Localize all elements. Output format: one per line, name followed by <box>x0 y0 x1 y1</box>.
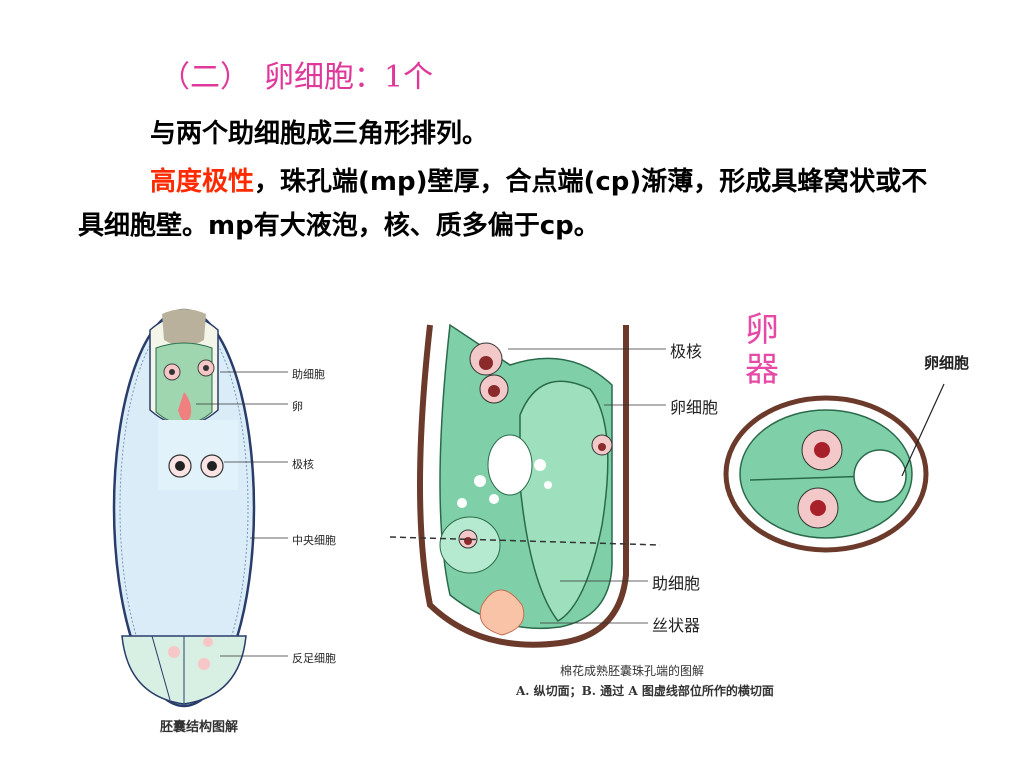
egg-apparatus-text-1: 卵 <box>745 310 779 350</box>
heading-prefix: （二） <box>160 60 250 95</box>
cross-section-diagram <box>723 383 945 553</box>
egg-apparatus-text-2: 器 <box>745 350 779 390</box>
section-heading: （二） 卵细胞：1个 <box>160 52 433 96</box>
fig1-caption: 胚囊结构图解 <box>160 720 239 735</box>
fig2-caption-line2: A. 纵切面；B. 通过 A 图虚线部位所作的横切面 <box>516 684 774 698</box>
fig1-label-polar: 极核 <box>292 458 314 471</box>
paragraph-2-text: ，珠孔端(mp)壁厚，合点端(cp)渐薄，形成具蜂窝状或不具细胞壁。mp有大液泡… <box>78 167 928 241</box>
fig2-label-synergid: 助细胞 <box>652 574 701 593</box>
fig1-label-antipodal: 反足细胞 <box>292 652 336 665</box>
cotton-embryo-sac-diagram <box>390 323 666 648</box>
fig1-label-synergid: 助细胞 <box>292 368 325 381</box>
embryo-sac-diagram <box>112 308 288 708</box>
fig1-label-egg: 卵 <box>292 400 303 413</box>
heading-text: 卵细胞：1个 <box>264 60 434 95</box>
paragraph-1: 与两个助细胞成三角形排列。 <box>150 119 489 149</box>
fig2-label-filiform: 丝状器 <box>652 616 701 635</box>
fig3-label-egg: 卵细胞 <box>924 354 970 372</box>
fig2-label-polar: 极核 <box>670 342 703 361</box>
fig2-caption-line1: 棉花成熟胚囊珠孔端的图解 <box>560 664 705 678</box>
fig1-label-central: 中央细胞 <box>292 534 336 547</box>
paragraph-2-highlight: 高度极性 <box>150 167 255 197</box>
fig2-label-egg: 卵细胞 <box>670 398 719 417</box>
paragraph-2: 高度极性，珠孔端(mp)壁厚，合点端(cp)渐薄，形成具蜂窝状或不具细胞壁。mp… <box>78 160 948 248</box>
